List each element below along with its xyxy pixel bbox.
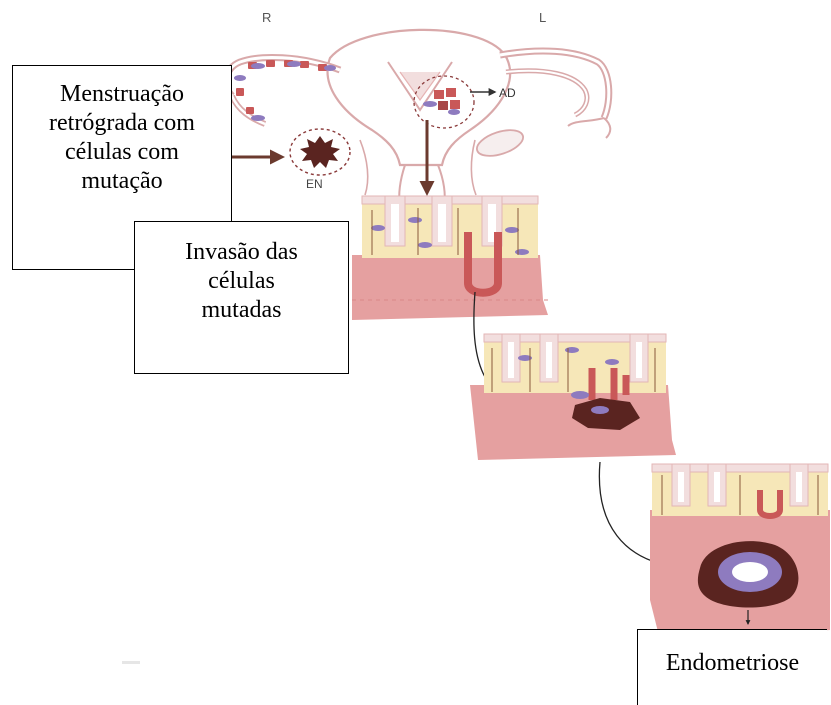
invasion-line-1: Invasão das (135, 238, 348, 267)
tissue-panel-2 (470, 334, 676, 460)
cell-invasion-box: Invasão das células mutadas (134, 221, 349, 374)
endometriosis-label: Endometriose (638, 649, 827, 678)
left-fallopian-tube (500, 51, 609, 118)
tissue-panel-3 (650, 464, 830, 640)
endometrioma-lesion (300, 136, 340, 168)
invasion-line-2: células (135, 267, 348, 296)
right-side-label: R (262, 10, 271, 25)
adenomyosis-cells (423, 88, 460, 115)
retrograde-line-2: retrógrada com (13, 109, 231, 138)
left-side-label: L (539, 10, 546, 25)
invasion-line-3: mutadas (135, 296, 348, 325)
retrograde-line-1: Menstruação (13, 80, 231, 109)
retrograde-line-4: mutação (13, 167, 231, 196)
retrograde-line-3: células com (13, 138, 231, 167)
endometrioma-label: EN (306, 177, 323, 191)
uterus-anatomy: R L (226, 10, 610, 205)
tube-cells (236, 60, 327, 114)
adenomyosis-label: AD (499, 86, 516, 100)
tissue-panel-1 (352, 196, 548, 320)
endometriosis-box: Endometriose (637, 629, 827, 705)
lesion-lumen (732, 562, 768, 582)
left-ovary (474, 125, 526, 161)
